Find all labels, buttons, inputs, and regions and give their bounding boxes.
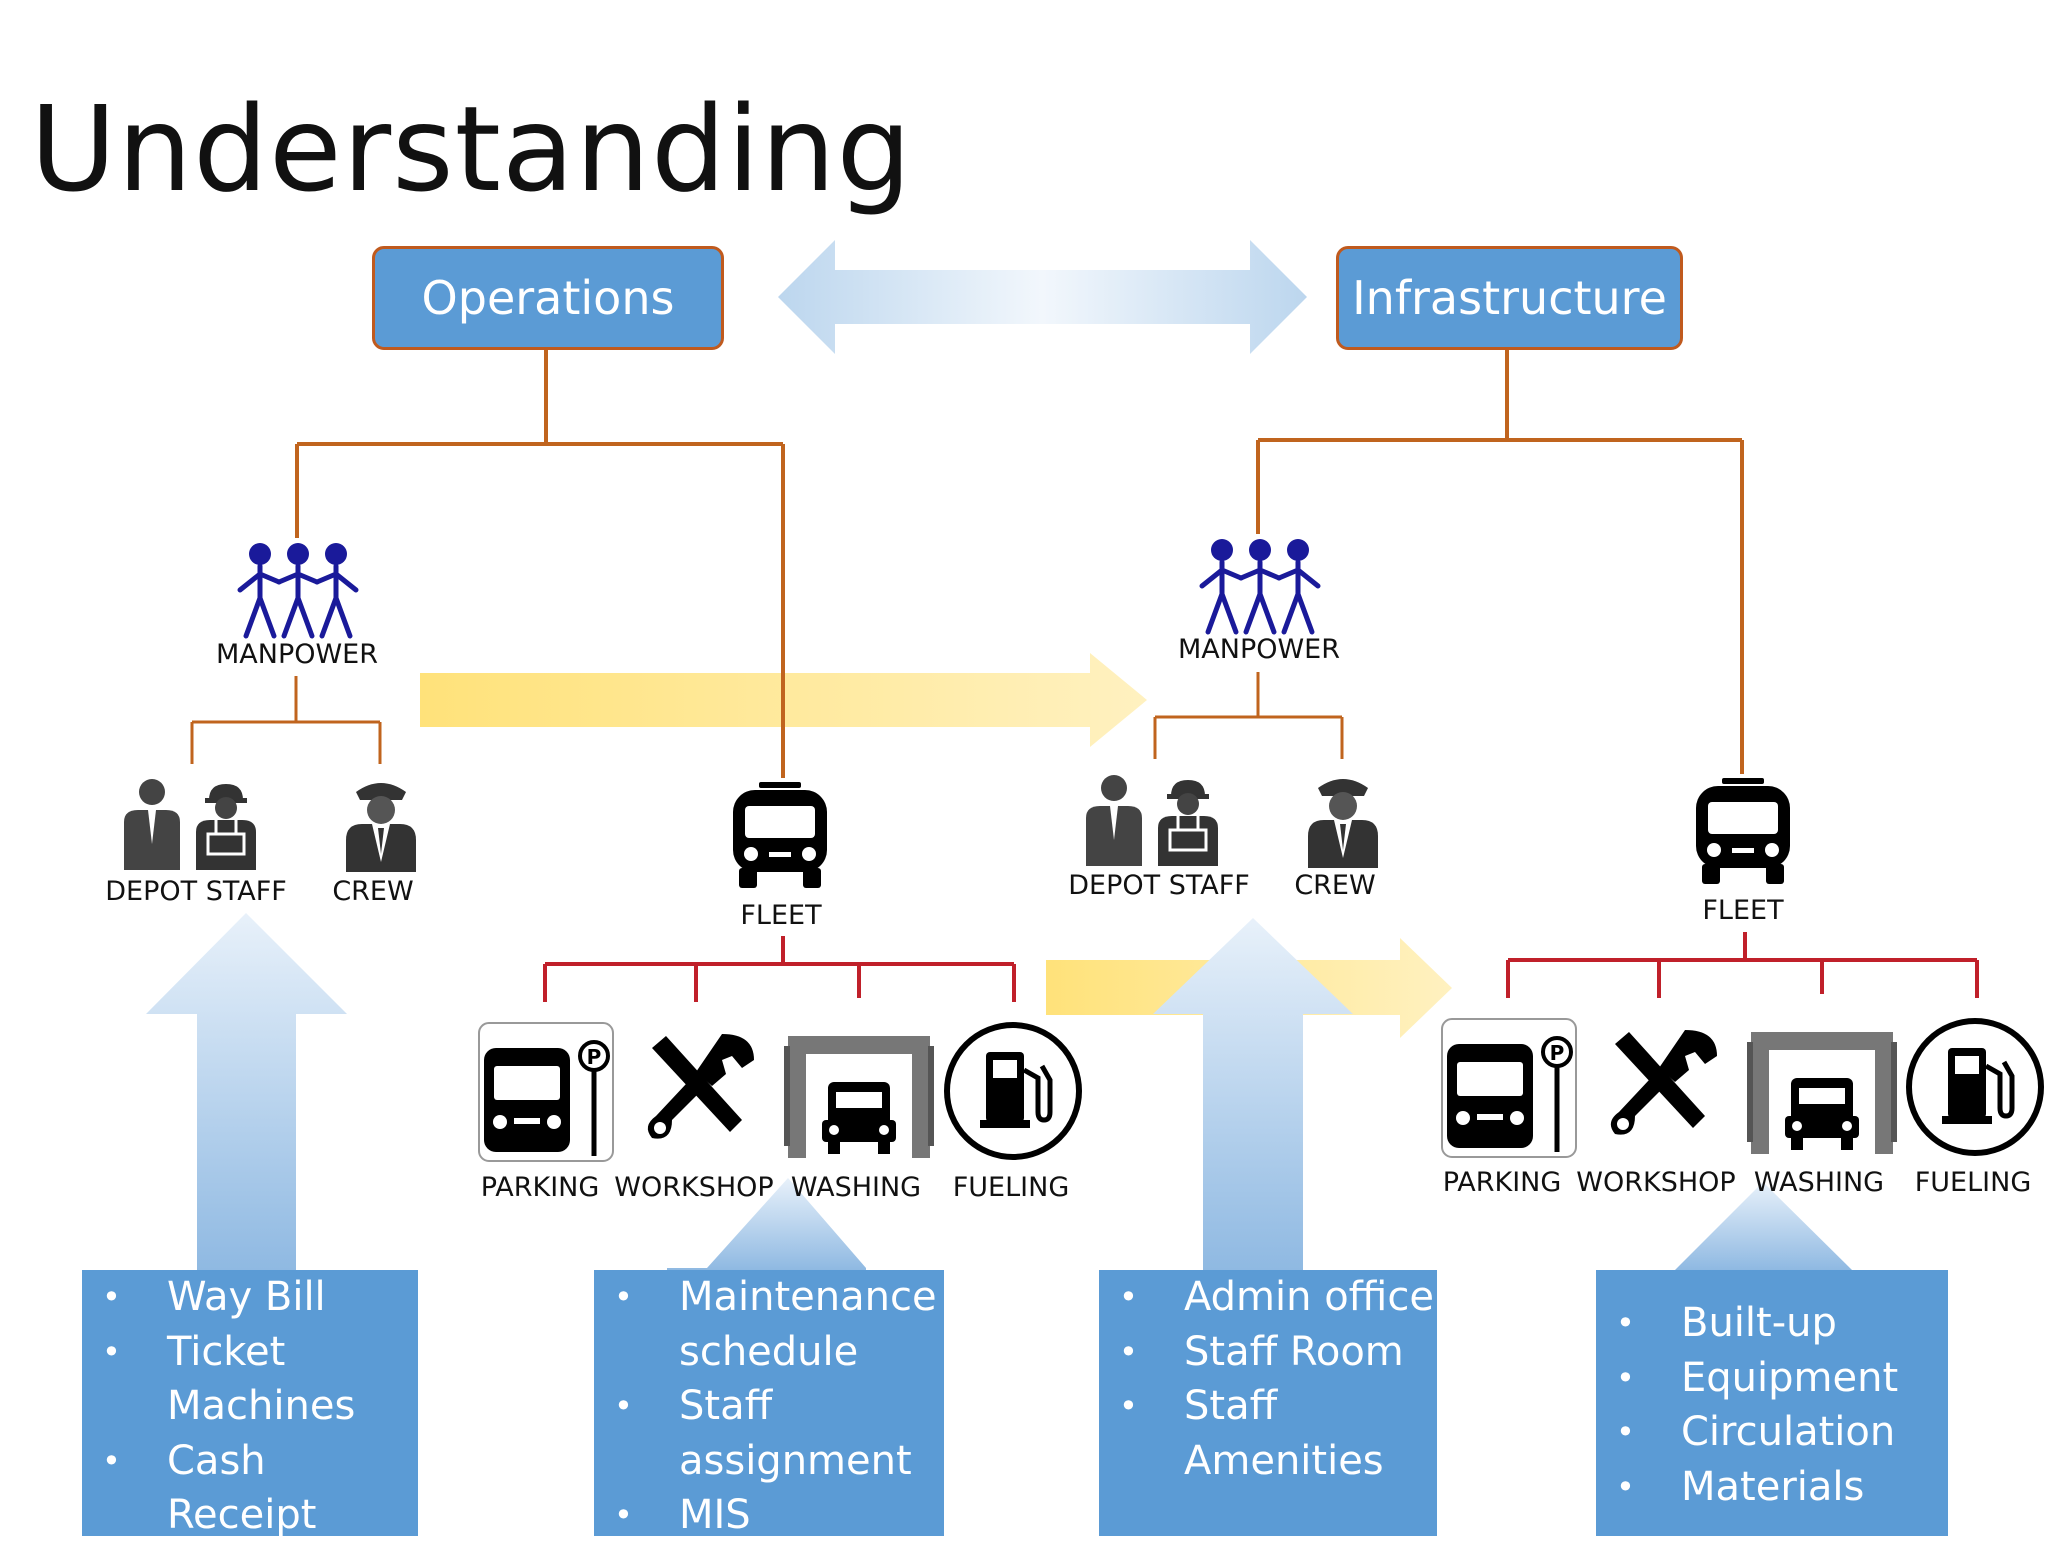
parking-icon: P xyxy=(1441,1018,1577,1158)
note-item: Equipment xyxy=(1596,1351,1948,1406)
manpower-label: MANPOWER xyxy=(215,639,379,670)
depot-staff-icon xyxy=(124,779,256,870)
crew-icon xyxy=(1308,779,1378,868)
crew-icon xyxy=(346,783,416,872)
note-box-infrastructure-fleet: Built-up Equipment Circulation Materials xyxy=(1596,1270,1948,1536)
note-item: Admin office xyxy=(1099,1270,1437,1325)
workshop-label: WORKSHOP xyxy=(614,1172,774,1203)
fueling-icon xyxy=(1906,1018,2044,1156)
fueling-label: FUELING xyxy=(952,1172,1070,1203)
svg-text:P: P xyxy=(587,1045,602,1069)
fueling-icon xyxy=(944,1022,1082,1160)
blue-up-arrow-2 xyxy=(667,1178,866,1270)
note-item: Maintenance schedule xyxy=(594,1270,944,1379)
workshop-icon xyxy=(1610,1030,1717,1135)
workshop-icon xyxy=(647,1034,754,1139)
note-box-infrastructure-manpower: Admin office Staff Room Staff Amenities xyxy=(1099,1270,1437,1536)
note-item: Cash Receipt xyxy=(82,1434,418,1543)
washing-label: WASHING xyxy=(790,1172,922,1203)
crew-label: CREW xyxy=(332,876,414,907)
left-org-connector xyxy=(295,348,785,778)
parking-label: PARKING xyxy=(480,1172,600,1203)
depot-staff-label: DEPOT STAFF xyxy=(1068,870,1250,901)
page-title: Understanding xyxy=(30,80,913,218)
operations-box: Operations xyxy=(372,246,724,350)
svg-text:P: P xyxy=(1550,1041,1565,1065)
note-item: Ticket Machines xyxy=(82,1325,418,1434)
fleet-label: FLEET xyxy=(1702,895,1784,926)
bus-icon xyxy=(733,782,827,888)
blue-up-arrow-4 xyxy=(1675,1182,1852,1270)
washing-icon xyxy=(784,1036,934,1158)
note-item: Staff Amenities xyxy=(1099,1379,1437,1488)
crew-label: CREW xyxy=(1294,870,1376,901)
note-item: MIS xyxy=(594,1488,944,1543)
depot-staff-icon xyxy=(1086,775,1218,866)
note-item: Built-up xyxy=(1596,1296,1948,1351)
note-item: Staff assignment xyxy=(594,1379,944,1488)
right-fleet-connector xyxy=(1506,932,1979,998)
blue-up-arrow-1 xyxy=(146,913,347,1270)
washing-icon xyxy=(1747,1032,1897,1154)
fleet-label: FLEET xyxy=(740,900,822,931)
bus-icon xyxy=(1696,778,1790,884)
right-org-connector xyxy=(1256,348,1744,774)
manpower-label: MANPOWER xyxy=(1177,634,1341,665)
parking-icon: P xyxy=(478,1022,614,1162)
left-manpower-connector xyxy=(190,676,382,764)
infrastructure-box: Infrastructure xyxy=(1336,246,1683,350)
fueling-label: FUELING xyxy=(1914,1167,2032,1198)
note-item: Way Bill xyxy=(82,1270,418,1325)
note-box-operations-manpower: Way Bill Ticket Machines Cash Receipt xyxy=(82,1270,418,1538)
manpower-icon xyxy=(237,543,359,639)
note-box-operations-fleet: Maintenance schedule Staff assignment MI… xyxy=(594,1270,944,1542)
blue-up-arrow-3 xyxy=(1153,918,1353,1270)
left-fleet-connector xyxy=(543,936,1016,1002)
depot-staff-label: DEPOT STAFF xyxy=(105,876,287,907)
right-manpower-connector xyxy=(1153,672,1344,759)
parking-label: PARKING xyxy=(1442,1167,1562,1198)
note-item: Staff Room xyxy=(1099,1325,1437,1380)
note-item: Materials xyxy=(1596,1460,1948,1515)
manpower-icon xyxy=(1199,539,1321,635)
workshop-label: WORKSHOP xyxy=(1576,1167,1736,1198)
note-item: Circulation xyxy=(1596,1405,1948,1460)
double-arrow xyxy=(778,240,1307,354)
washing-label: WASHING xyxy=(1753,1167,1885,1198)
